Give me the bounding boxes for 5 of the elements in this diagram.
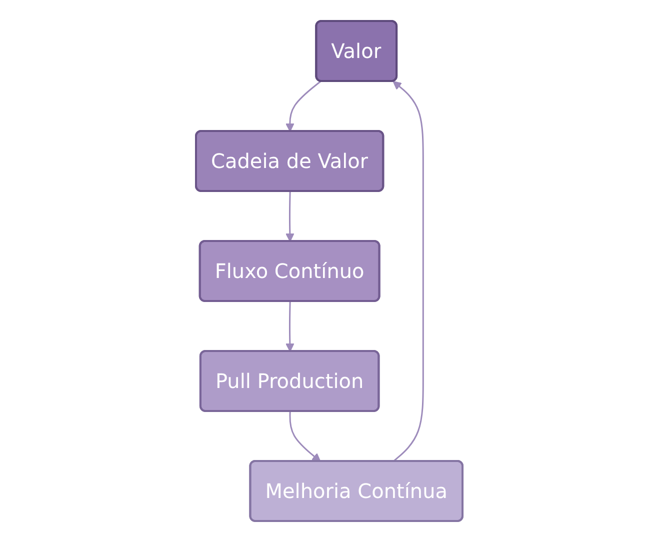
arrow — [392, 80, 424, 462]
arrow — [288, 411, 321, 462]
arrow — [285, 301, 294, 352]
arrow — [285, 80, 321, 132]
arrow — [285, 191, 294, 242]
